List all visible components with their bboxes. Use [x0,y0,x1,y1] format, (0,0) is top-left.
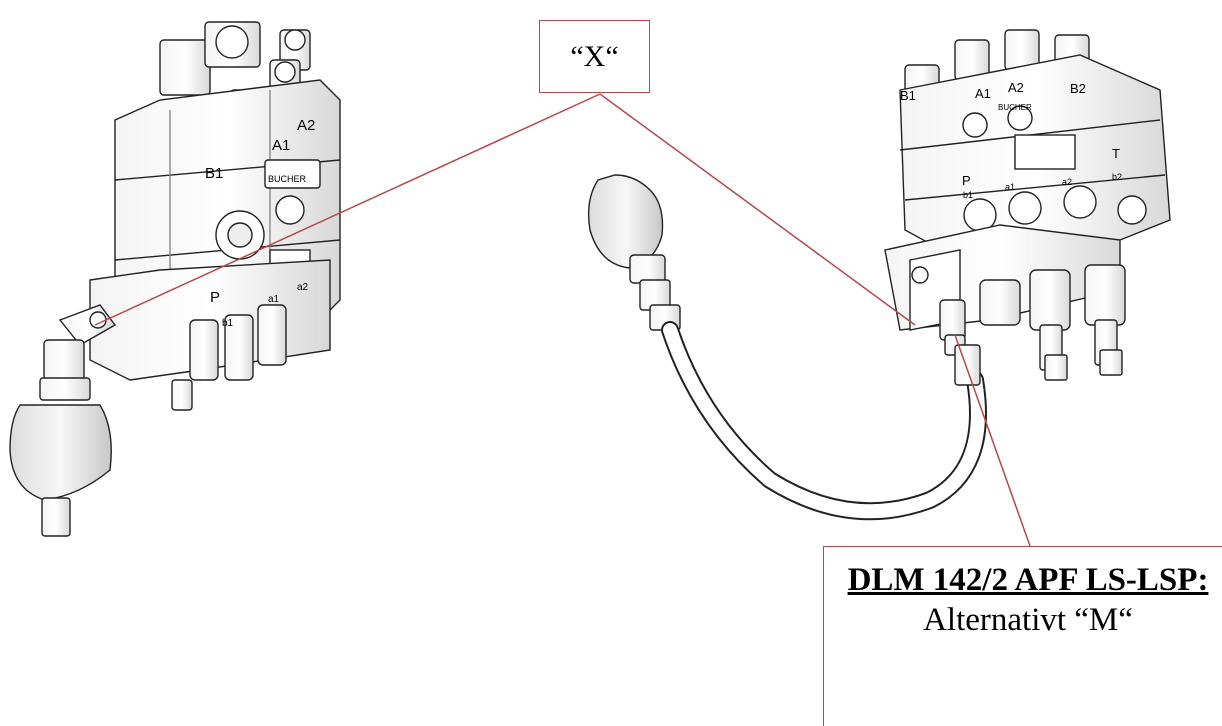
right-label-b2-small: b2 [1112,172,1122,182]
right-label-p: P [962,173,971,188]
leader-lines [94,93,1031,547]
callout-m-subtitle: Alternativt “M“ [923,602,1133,638]
right-label-b1: B1 [900,88,916,103]
leader-x-right [599,93,916,326]
right-label-a2: A2 [1008,80,1024,95]
left-valve-assembly: B1 A1 A2 P b1 a1 a2 BUCHER [9,21,341,537]
right-label-a1: A1 [975,86,991,101]
left-accumulator [9,404,112,501]
left-label-a2: A2 [297,117,315,134]
left-label-p: P [210,289,220,306]
right-solenoids [979,264,1126,381]
left-label-b1-small: b1 [222,318,234,329]
callout-m: DLM 142/2 APF LS-LSP: Alternativt “M“ [823,546,1222,726]
leader-x-left [94,93,601,326]
right-label-a2-small: a2 [1062,177,1072,187]
left-label-a1-small: a1 [268,294,280,305]
leader-m [954,334,1031,547]
callout-x: “X“ [539,20,650,93]
left-label-a1: A1 [272,137,290,154]
right-label-b1-small: b1 [963,190,973,200]
callout-x-label: “X“ [570,39,619,73]
callout-m-title: DLM 142/2 APF LS-LSP: [847,562,1209,598]
right-brand-label: BUCHER [998,103,1032,112]
right-label-b2: B2 [1070,81,1086,96]
left-label-b1: B1 [205,165,223,182]
center-accumulator [587,174,664,269]
right-label-t: T [1112,146,1120,161]
right-valve-assembly: B1 A1 A2 B2 P b1 a1 a2 b2 T BUCHER [884,29,1171,381]
center-accumulator-hose [587,174,987,521]
right-label-a1-small: a1 [1005,182,1015,192]
hydraulic-diagram: B1 A1 A2 P b1 a1 a2 BUCHER [9,21,1171,547]
left-label-a2-small: a2 [297,282,309,293]
left-brand-label: BUCHER [268,174,307,184]
